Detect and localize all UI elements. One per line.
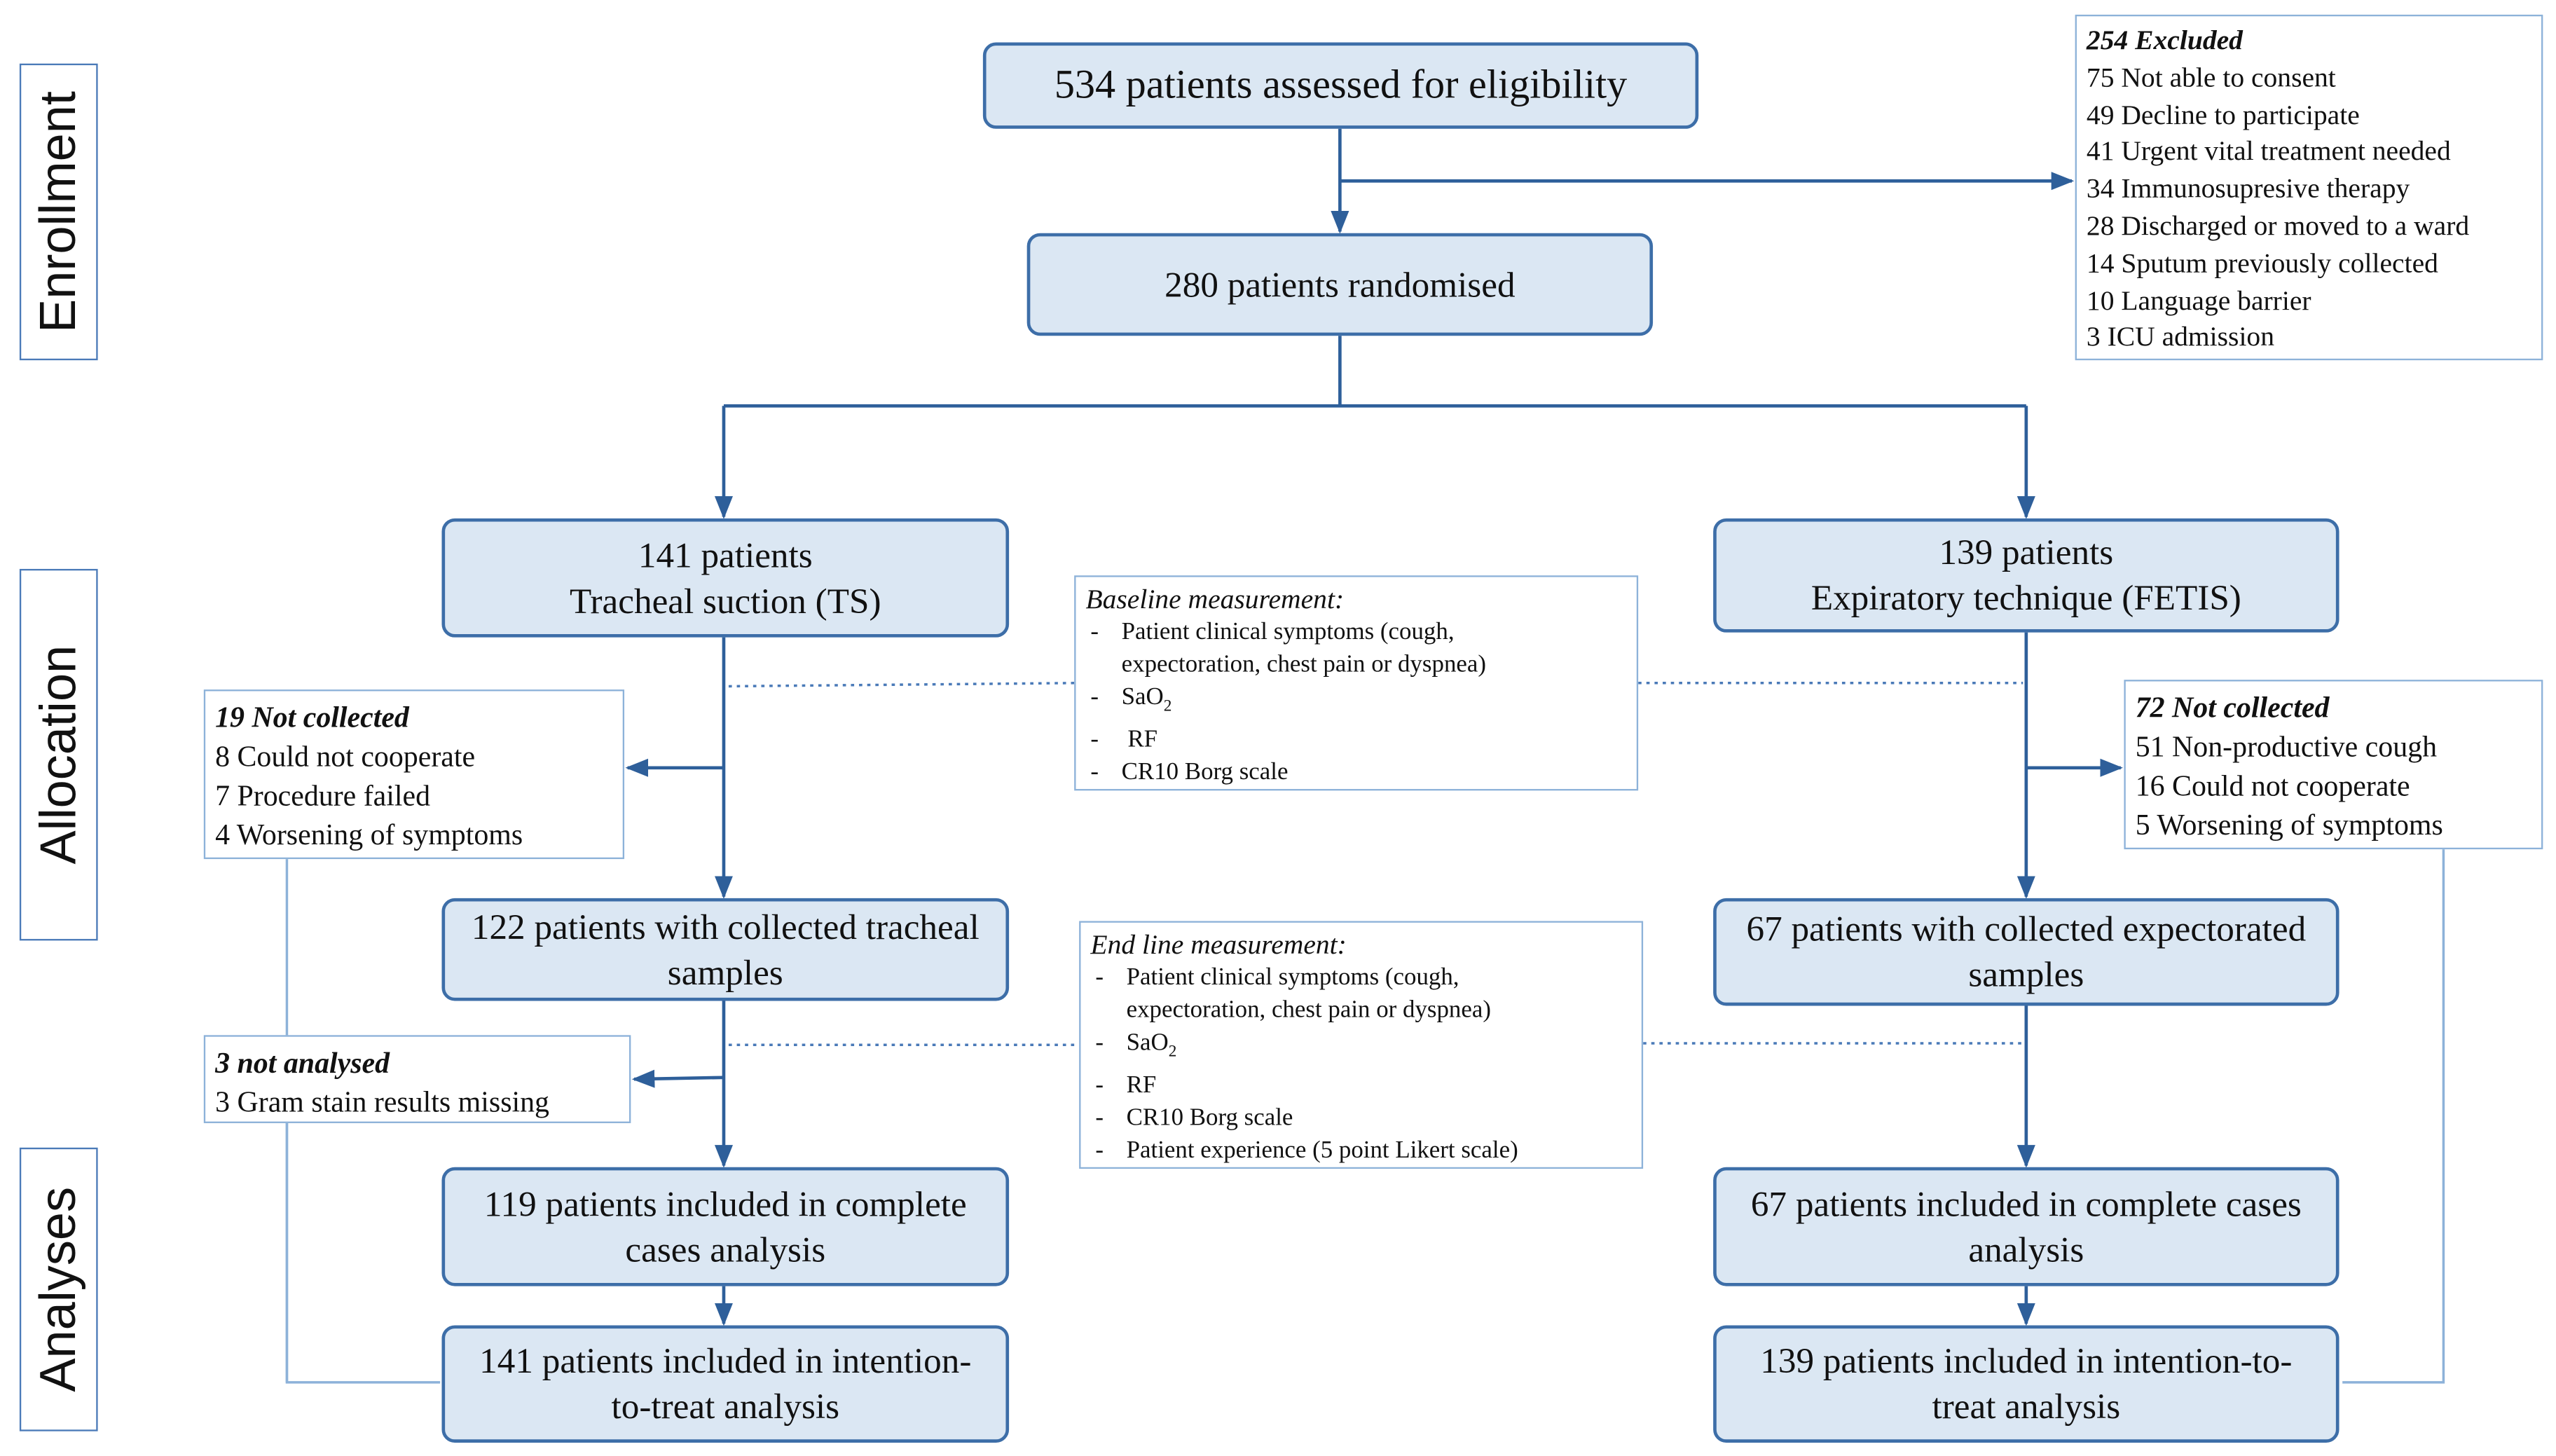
endline-symptoms-line2: expectoration, chest pain or dyspnea) bbox=[1126, 997, 1491, 1024]
baseline-sao2: SaO bbox=[1121, 685, 1164, 711]
endline-symptoms-line1: Patient clinical symptoms (cough, bbox=[1126, 965, 1459, 991]
assessed-text: 534 patients assessed for eligibility bbox=[1054, 62, 1628, 107]
fetis-allocation-name: Expiratory technique (FETIS) bbox=[1810, 577, 2241, 618]
fetis-collected-line1: 67 patients with collected expectorated bbox=[1746, 907, 2307, 949]
line-fetis-not-collected-to-itt bbox=[2342, 849, 2445, 1384]
ts-not-analysed-header: 3 not analysed bbox=[215, 1046, 390, 1080]
endline-item-borg: CR10 Borg scale bbox=[1090, 1102, 1631, 1135]
endline-item-sao2: SaO2 bbox=[1090, 1027, 1631, 1069]
ts-not-collected-item: 8 Could not cooperate bbox=[215, 740, 476, 773]
ts-complete-line1: 119 patients included in complete bbox=[483, 1182, 967, 1224]
phase-analyses: Analyses bbox=[19, 1147, 98, 1431]
baseline-list: Patient clinical symptoms (cough, expect… bbox=[1085, 616, 1626, 789]
ts-complete-box: 119 patients included in complete cases … bbox=[441, 1167, 1010, 1286]
excluded-item: 3 ICU admission bbox=[2086, 322, 2275, 353]
endline-borg: CR10 Borg scale bbox=[1126, 1105, 1293, 1132]
baseline-symptoms-line2: expectoration, chest pain or dyspnea) bbox=[1121, 652, 1487, 678]
endline-sao2-sub: 2 bbox=[1168, 1043, 1177, 1062]
excluded-item: 41 Urgent vital treatment needed bbox=[2086, 136, 2451, 167]
excluded-item: 34 Immunosupresive therapy bbox=[2086, 173, 2410, 205]
ts-not-collected-box: 19 Not collected 8 Could not cooperate 7… bbox=[203, 689, 625, 860]
ts-itt-line2: to-treat analysis bbox=[611, 1385, 840, 1427]
excluded-box: 254 Excluded 75 Not able to consent 49 D… bbox=[2075, 14, 2543, 361]
excluded-item: 28 Discharged or moved to a ward bbox=[2086, 210, 2470, 242]
excluded-item: 75 Not able to consent bbox=[2086, 61, 2336, 93]
fetis-itt-line2: treat analysis bbox=[1932, 1385, 2121, 1427]
fetis-complete-line2: analysis bbox=[1968, 1228, 2084, 1270]
fetis-collected-line2: samples bbox=[1968, 954, 2084, 995]
phase-allocation: Allocation bbox=[19, 568, 98, 941]
baseline-header: Baseline measurement: bbox=[1085, 583, 1345, 615]
fetis-itt-box: 139 patients included in intention-to- t… bbox=[1713, 1325, 2339, 1443]
ts-allocation-count: 141 patients bbox=[638, 533, 813, 575]
baseline-item-rf: RF bbox=[1085, 724, 1626, 757]
fetis-not-collected-item: 51 Non-productive cough bbox=[2135, 730, 2438, 763]
endline-experience: Patient experience (5 point Likert scale… bbox=[1126, 1137, 1518, 1165]
phase-allocation-label: Allocation bbox=[29, 645, 87, 865]
ts-not-analysed-item: 3 Gram stain results missing bbox=[215, 1085, 550, 1118]
endline-item-rf: RF bbox=[1090, 1069, 1631, 1102]
ts-collected-box: 122 patients with collected tracheal sam… bbox=[441, 898, 1010, 1001]
excluded-item: 14 Sputum previously collected bbox=[2086, 247, 2438, 279]
ts-not-collected-header: 19 Not collected bbox=[215, 701, 409, 734]
ts-allocation-box: 141 patients Tracheal suction (TS) bbox=[441, 518, 1010, 638]
endline-sao2: SaO bbox=[1126, 1030, 1169, 1057]
ts-allocation-name: Tracheal suction (TS) bbox=[570, 579, 881, 621]
ts-not-collected-item: 7 Procedure failed bbox=[215, 779, 431, 812]
ts-not-analysed-box: 3 not analysed 3 Gram stain results miss… bbox=[203, 1035, 631, 1123]
baseline-symptoms-line1: Patient clinical symptoms (cough, bbox=[1121, 619, 1455, 646]
baseline-item-sao2: SaO2 bbox=[1085, 681, 1626, 723]
fetis-collected-box: 67 patients with collected expectorated … bbox=[1713, 898, 2339, 1006]
ts-collected-line2: samples bbox=[667, 951, 783, 992]
endline-item-symptoms: Patient clinical symptoms (cough, expect… bbox=[1090, 962, 1631, 1027]
randomised-text: 280 patients randomised bbox=[1164, 263, 1516, 304]
baseline-sao2-sub: 2 bbox=[1163, 697, 1172, 716]
endline-header: End line measurement: bbox=[1090, 929, 1347, 961]
baseline-rf: RF bbox=[1127, 727, 1158, 753]
fetis-not-collected-header: 72 Not collected bbox=[2135, 691, 2330, 724]
arrow-ts-not-analysed bbox=[631, 1069, 724, 1088]
phase-enrollment: Enrollment bbox=[19, 63, 98, 361]
baseline-borg: CR10 Borg scale bbox=[1121, 760, 1289, 786]
fetis-itt-line1: 139 patients included in intention-to- bbox=[1760, 1340, 2293, 1381]
ts-itt-box: 141 patients included in intention- to-t… bbox=[441, 1325, 1010, 1443]
ts-not-collected-item: 4 Worsening of symptoms bbox=[215, 818, 523, 851]
randomised-box: 280 patients randomised bbox=[1026, 233, 1654, 336]
baseline-item-borg: CR10 Borg scale bbox=[1085, 756, 1626, 789]
dotted-ts-to-baseline bbox=[728, 682, 1075, 688]
ts-collected-line1: 122 patients with collected tracheal bbox=[471, 905, 980, 947]
phase-analyses-label: Analyses bbox=[29, 1186, 87, 1392]
fetis-not-collected-item: 16 Could not cooperate bbox=[2135, 769, 2410, 802]
fetis-not-collected-box: 72 Not collected 51 Non-productive cough… bbox=[2124, 680, 2543, 850]
baseline-measurement-box: Baseline measurement: Patient clinical s… bbox=[1074, 575, 1639, 791]
assessed-box: 534 patients assessed for eligibility bbox=[982, 42, 1699, 129]
baseline-item-symptoms: Patient clinical symptoms (cough, expect… bbox=[1085, 616, 1626, 681]
ts-itt-line1: 141 patients included in intention- bbox=[479, 1340, 972, 1381]
endline-list: Patient clinical symptoms (cough, expect… bbox=[1090, 962, 1631, 1167]
excluded-item: 49 Decline to participate bbox=[2086, 98, 2360, 130]
fetis-allocation-box: 139 patients Expiratory technique (FETIS… bbox=[1713, 518, 2339, 633]
excluded-item: 10 Language barrier bbox=[2086, 284, 2311, 316]
ts-complete-line2: cases analysis bbox=[625, 1228, 826, 1270]
excluded-header: 254 Excluded bbox=[2086, 24, 2243, 56]
fetis-complete-box: 67 patients included in complete cases a… bbox=[1713, 1167, 2339, 1286]
fetis-not-collected-item: 5 Worsening of symptoms bbox=[2135, 808, 2443, 842]
fetis-complete-line1: 67 patients included in complete cases bbox=[1750, 1182, 2302, 1224]
endline-measurement-box: End line measurement: Patient clinical s… bbox=[1079, 921, 1644, 1169]
endline-item-experience: Patient experience (5 point Likert scale… bbox=[1090, 1134, 1631, 1167]
fetis-allocation-count: 139 patients bbox=[1939, 531, 2114, 572]
phase-enrollment-label: Enrollment bbox=[29, 91, 87, 333]
endline-rf: RF bbox=[1126, 1072, 1157, 1099]
